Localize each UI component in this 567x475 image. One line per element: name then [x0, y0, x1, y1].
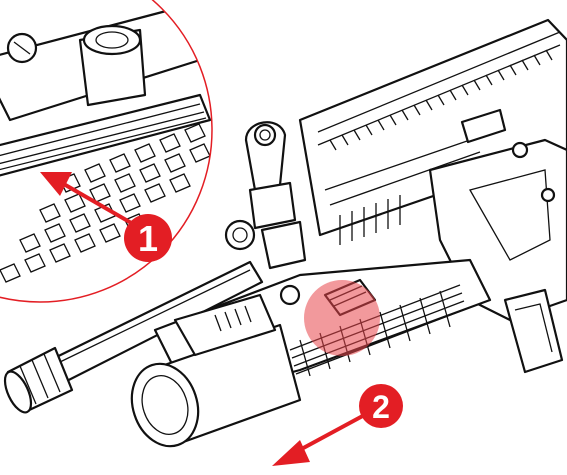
callout-2-label: 2	[372, 389, 390, 425]
callout-1-label: 1	[138, 218, 158, 259]
arrow-pointing-down-left-icon	[295, 410, 371, 454]
numbered-callout-badge-icon	[359, 384, 403, 428]
picatinny-rail-teeth	[329, 49, 553, 151]
callout-1: 1	[40, 172, 172, 262]
front-sight	[224, 121, 307, 270]
arrowhead-icon	[272, 440, 310, 466]
rifle-barrel	[3, 260, 264, 414]
inset-knurl-pattern	[0, 123, 211, 283]
callout-2: 2	[272, 384, 403, 466]
inset-border	[0, 0, 213, 303]
under-barrel-launcher	[130, 258, 492, 448]
arrow-pointing-left-icon	[61, 181, 141, 230]
numbered-callout-badge-icon	[124, 214, 172, 262]
detail-inset	[0, 0, 213, 303]
highlight-circle	[304, 280, 380, 356]
arrowhead-icon	[40, 172, 72, 196]
